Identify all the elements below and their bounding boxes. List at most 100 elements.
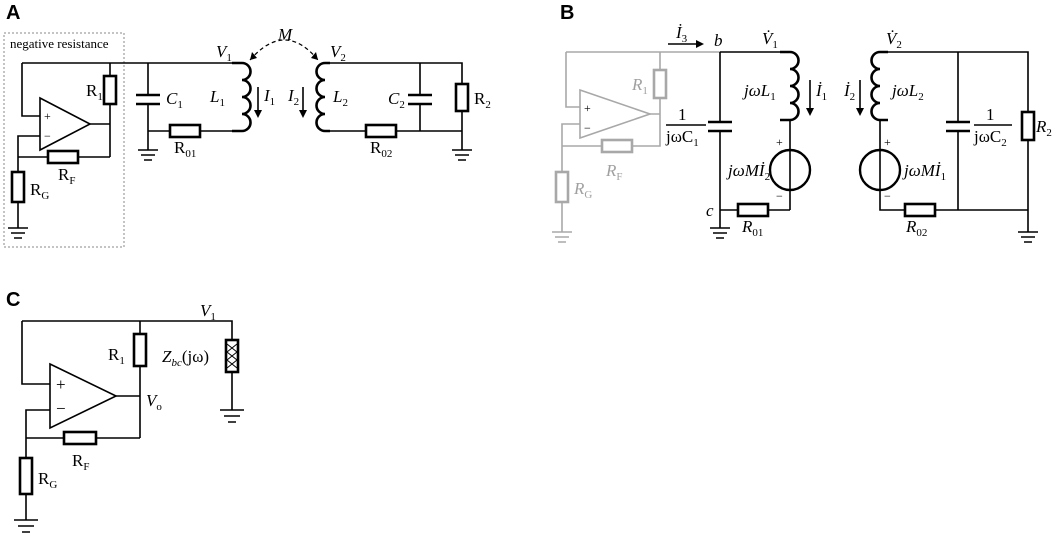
a-coupling-arrowhead-left — [250, 52, 257, 60]
b-label-jwl1: jωL1 — [742, 81, 776, 103]
b-resistor-r2 — [1020, 110, 1036, 142]
a-label-i2: I2 — [287, 86, 299, 108]
b-resistor-r01 — [736, 202, 770, 218]
a-inductor-l2 — [315, 61, 330, 133]
panel-c: C + − R1 Vo V1 Zbc(jω) RF RG — [6, 289, 244, 533]
c-label-zbc: Zbc(jω) — [162, 347, 209, 369]
b-left-branch-wires — [719, 51, 790, 228]
c-impedance-hatch — [226, 343, 238, 369]
a-label-l2: L2 — [332, 87, 348, 109]
a-ground-right — [452, 149, 472, 161]
c-label-rf: RF — [72, 451, 89, 473]
a-resistor-rg — [10, 170, 26, 204]
c-ground-right — [220, 409, 244, 423]
a-label-r02: R02 — [370, 138, 392, 160]
b-current-i3-arrowhead — [696, 40, 704, 48]
b-source2-plus: + — [884, 135, 891, 149]
b-label-rf: RF — [605, 161, 623, 183]
b-label-r02: R02 — [905, 217, 927, 239]
b-label-jwl2: jωL2 — [890, 81, 924, 103]
b-faded-resistor-r1 — [652, 68, 668, 100]
a-label-r1: R1 — [86, 81, 103, 103]
a-label-l1: L1 — [209, 87, 225, 109]
c-plus-input-wire — [21, 321, 50, 385]
c-opamp — [49, 362, 118, 430]
b-label-src2: jωMİ1 — [902, 161, 946, 183]
b-label-i2: İ2 — [843, 81, 855, 103]
a-resistor-r2 — [454, 82, 470, 113]
a-label-rg: RG — [30, 180, 49, 202]
b-inductor-l2 — [870, 50, 888, 122]
c-label-v1: V1 — [200, 301, 216, 323]
b-label-c1-den: jωC1 — [665, 127, 699, 149]
a-label-i1: I1 — [263, 86, 275, 108]
a-label-m: M — [277, 25, 293, 44]
b-faded-ground — [552, 202, 572, 243]
panel-a-letter: A — [6, 2, 20, 24]
b-resistor-r02 — [903, 202, 937, 218]
c-opamp-plus: + — [56, 375, 66, 394]
b-faded-resistor-rf — [600, 138, 634, 154]
a-ground-c1 — [138, 149, 158, 161]
b-faded-opamp — [579, 88, 653, 140]
b-opamp-minus: − — [584, 121, 591, 135]
a-resistor-r01 — [168, 123, 202, 139]
c-opamp-minus: − — [56, 399, 66, 418]
b-source1-plus: + — [776, 135, 783, 149]
b-label-c1-num: 1 — [678, 105, 687, 124]
b-label-node-b: b — [714, 31, 723, 50]
a-opamp — [39, 96, 92, 152]
b-label-i3: İ3 — [675, 23, 688, 45]
c-minus-input-wire — [25, 409, 50, 458]
negative-resistance-box — [3, 32, 125, 248]
panel-c-letter: C — [6, 289, 20, 311]
b-label-v2: V̇2 — [886, 29, 902, 51]
b-faded-resistor-rg — [554, 170, 570, 204]
b-ground-left — [710, 227, 730, 239]
b-label-i1: İ1 — [815, 81, 827, 103]
a-capacitor-c1 — [136, 93, 160, 106]
a-label-rf: RF — [58, 165, 75, 187]
b-current-i2-arrowhead — [856, 108, 864, 116]
a-capacitor-c2 — [408, 93, 432, 106]
b-opamp-plus: + — [584, 101, 591, 115]
b-faded-wires — [561, 51, 720, 172]
a-label-v1: V1 — [216, 42, 232, 64]
a-label-r01: R01 — [174, 138, 196, 160]
b-ground-right — [1018, 231, 1038, 243]
a-current-i1-arrowhead — [254, 110, 262, 118]
b-source2-minus: − — [884, 189, 891, 203]
a-inductor-l1 — [232, 61, 252, 133]
b-label-node-c: c — [706, 201, 714, 220]
a-ground-left — [8, 227, 28, 239]
a-resistor-rf — [46, 149, 80, 165]
c-ground-left — [14, 519, 38, 533]
a-opamp-plus: + — [44, 109, 51, 123]
c-label-vo: Vo — [146, 391, 162, 413]
b-label-rg: RG — [573, 179, 592, 201]
a-opamp-minus: − — [44, 129, 51, 143]
a-label-r2: R2 — [474, 89, 491, 111]
a-coupling-arrowhead-right — [311, 52, 318, 60]
b-label-c2-den: jωC2 — [973, 127, 1007, 149]
c-label-r1: R1 — [108, 345, 125, 367]
a-minus-input-wire — [17, 135, 40, 172]
b-label-c2-num: 1 — [986, 105, 995, 124]
b-label-r01: R01 — [741, 217, 763, 239]
b-capacitor-c1 — [708, 120, 732, 133]
b-label-r2: R2 — [1035, 117, 1052, 139]
b-right-branch-wires — [879, 51, 1029, 232]
c-resistor-rg — [18, 456, 34, 496]
negative-resistance-label: negative resistance — [10, 36, 109, 51]
b-inductor-l1 — [780, 50, 800, 122]
panel-b-letter: B — [560, 2, 574, 24]
a-resistor-r1 — [102, 74, 118, 106]
c-resistor-rf — [62, 430, 98, 446]
c-label-rg: RG — [38, 469, 57, 491]
a-label-c1: C1 — [166, 89, 183, 111]
a-resistor-r02 — [364, 123, 398, 139]
b-label-src1: jωMİ2 — [726, 161, 770, 183]
a-mutual-coupling-arc — [249, 39, 319, 61]
b-source1-minus: − — [776, 189, 783, 203]
